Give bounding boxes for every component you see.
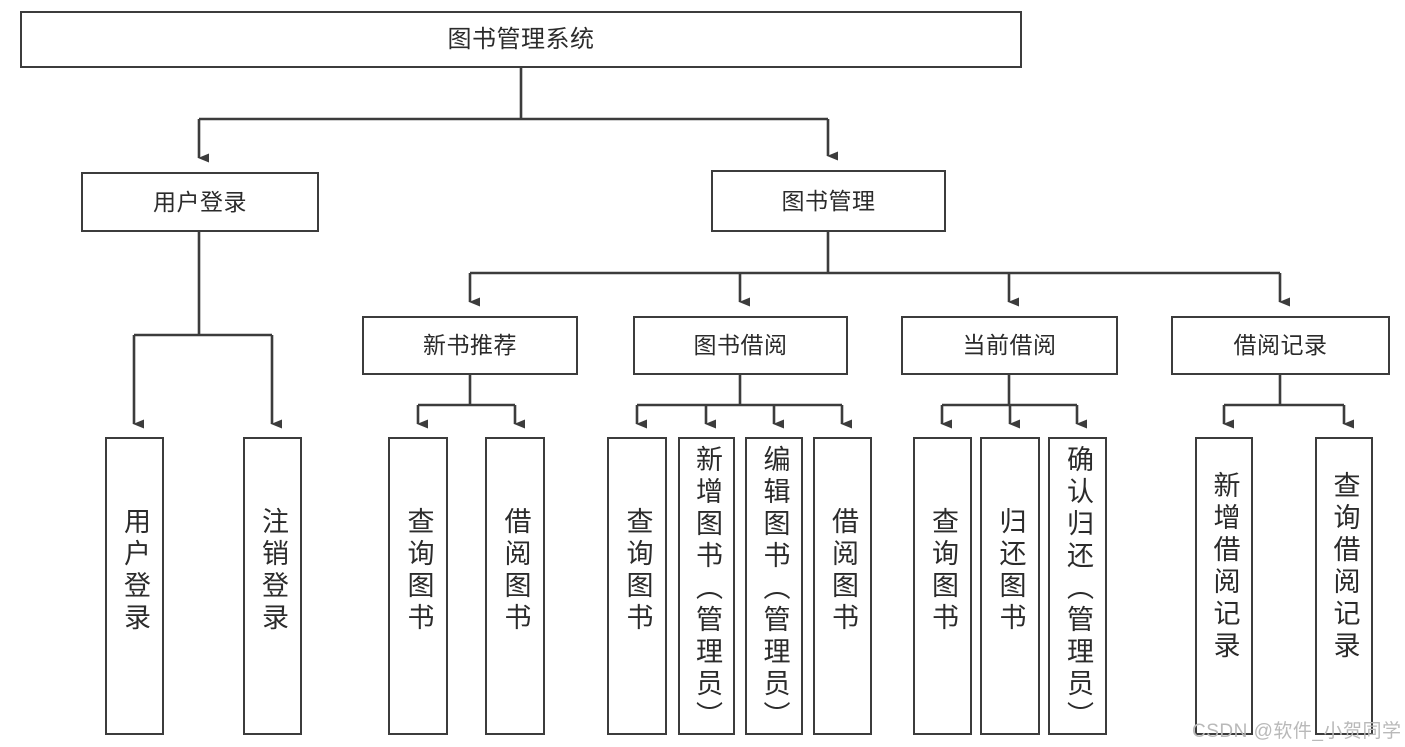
leaf-query-book-3[interactable]: 查询图书	[913, 437, 972, 735]
node-borrow-record-label: 借阅记录	[1233, 332, 1328, 359]
leaf-query-borrow-record[interactable]: 查询借阅记录	[1315, 437, 1373, 735]
leaf-add-borrow-record-label: 新增借阅记录	[1209, 471, 1240, 663]
node-root-label: 图书管理系统	[447, 25, 595, 53]
leaf-borrow-book-2[interactable]: 借阅图书	[813, 437, 872, 735]
leaf-query-book-2[interactable]: 查询图书	[607, 437, 667, 735]
leaf-query-borrow-record-label: 查询借阅记录	[1329, 471, 1360, 663]
leaf-return-book-label: 归还图书	[995, 507, 1026, 635]
leaf-edit-book-label: 编辑图书（管理员）	[759, 445, 790, 733]
csdn-watermark: CSDN @软件_小贺同学	[1192, 721, 1402, 742]
node-root[interactable]: 图书管理系统	[20, 11, 1022, 68]
leaf-user-logout[interactable]: 注销登录	[243, 437, 302, 735]
leaf-borrow-book-1[interactable]: 借阅图书	[485, 437, 545, 735]
leaf-borrow-book-1-label: 借阅图书	[500, 507, 531, 635]
leaf-query-book-3-label: 查询图书	[928, 507, 958, 635]
leaf-confirm-return-label: 确认归还（管理员）	[1063, 445, 1093, 733]
node-book-manage-label: 图书管理	[781, 187, 876, 214]
leaf-query-book-1-label: 查询图书	[403, 507, 434, 635]
node-user-login-label: 用户登录	[153, 188, 247, 215]
leaf-add-book-label: 新增图书（管理员）	[692, 445, 722, 733]
node-current-borrow[interactable]: 当前借阅	[901, 316, 1118, 375]
leaf-edit-book[interactable]: 编辑图书（管理员）	[745, 437, 803, 735]
leaf-borrow-book-2-label: 借阅图书	[828, 507, 858, 635]
leaf-user-logout-label: 注销登录	[258, 507, 288, 635]
node-current-borrow-label: 当前借阅	[962, 332, 1057, 359]
node-borrow-record[interactable]: 借阅记录	[1171, 316, 1390, 375]
node-new-book-recommend[interactable]: 新书推荐	[362, 316, 578, 375]
leaf-user-login[interactable]: 用户登录	[105, 437, 164, 735]
leaf-return-book[interactable]: 归还图书	[980, 437, 1040, 735]
leaf-add-book[interactable]: 新增图书（管理员）	[678, 437, 735, 735]
node-book-manage[interactable]: 图书管理	[711, 170, 946, 232]
node-user-login[interactable]: 用户登录	[81, 172, 319, 232]
leaf-query-book-2-label: 查询图书	[622, 507, 653, 635]
node-book-borrow[interactable]: 图书借阅	[633, 316, 848, 375]
leaf-query-book-1[interactable]: 查询图书	[388, 437, 448, 735]
leaf-user-login-label: 用户登录	[120, 507, 150, 635]
node-book-borrow-label: 图书借阅	[693, 332, 788, 359]
leaf-confirm-return[interactable]: 确认归还（管理员）	[1048, 437, 1107, 735]
node-new-book-recommend-label: 新书推荐	[423, 332, 517, 359]
leaf-add-borrow-record[interactable]: 新增借阅记录	[1195, 437, 1253, 735]
